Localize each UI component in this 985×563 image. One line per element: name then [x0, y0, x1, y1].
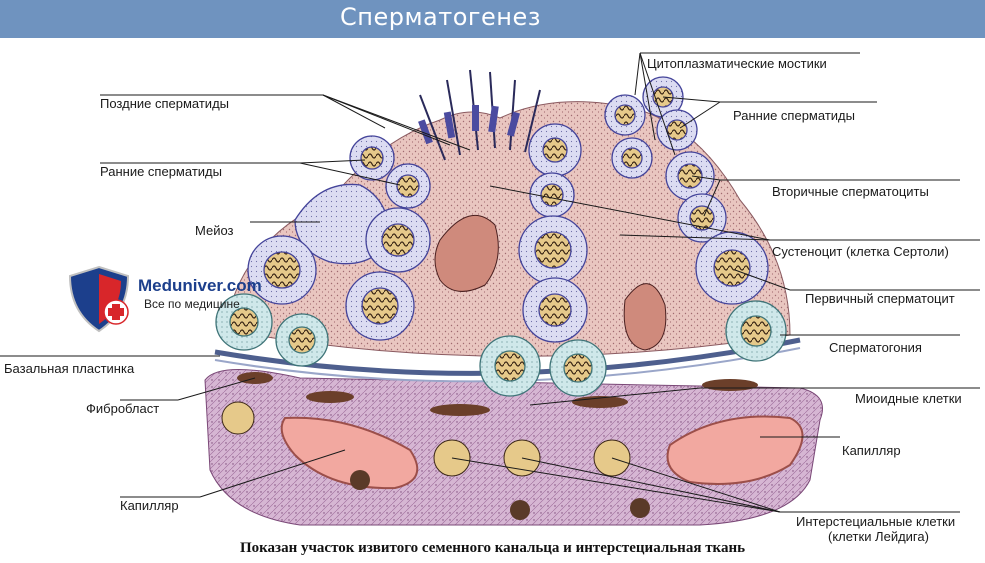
label-early-spermatids-right: Ранние сперматиды	[733, 108, 855, 123]
label-interstitial-cells: Интерстециальные клетки	[796, 514, 956, 529]
label-capillary-left: Капилляр	[120, 498, 179, 513]
capillary-left-shape	[280, 416, 419, 490]
meduniver-logo: Meduniver.com Все по медицине	[66, 264, 276, 336]
spermatogenesis-illustration	[0, 52, 980, 526]
label-cytoplasmic-bridges: Цитоплазматические мостики	[647, 56, 827, 71]
page-title: Сперматогенез	[340, 3, 542, 31]
label-capillary-right: Капилляр	[842, 443, 901, 458]
label-basal-lamina: Базальная пластинка	[4, 361, 135, 376]
shield-icon	[68, 265, 130, 333]
label-secondary-spermatocytes: Вторичные сперматоциты	[772, 184, 929, 199]
label-primary-spermatocyte: Первичный сперматоцит	[805, 291, 955, 306]
leader-lines	[0, 52, 980, 513]
label-spermatogonia: Сперматогония	[829, 340, 922, 355]
sertoli-nucleus-1	[434, 215, 499, 292]
figure-caption: Показан участок извитого семенного канал…	[239, 540, 746, 556]
label-fibroblast: Фибробласт	[86, 401, 160, 416]
label-myoid-cells: Миоидные клетки	[855, 391, 962, 406]
label-meiosis: Мейоз	[195, 223, 234, 238]
label-early-spermatids-left: Ранние сперматиды	[100, 164, 222, 179]
label-late-spermatids: Поздние сперматиды	[100, 96, 229, 111]
label-leydig-cells: (клетки Лейдига)	[828, 529, 929, 544]
capillary-right-shape	[666, 415, 804, 485]
logo-tagline: Все по медицине	[144, 297, 240, 311]
spermatogonia-cells	[215, 293, 787, 397]
label-sertoli: Сустеноцит (клетка Сертоли)	[772, 244, 949, 259]
sertoli-nucleus-2	[623, 283, 667, 351]
logo-name: Meduniver.com	[138, 276, 262, 295]
title-bar: Сперматогенез	[0, 0, 985, 38]
